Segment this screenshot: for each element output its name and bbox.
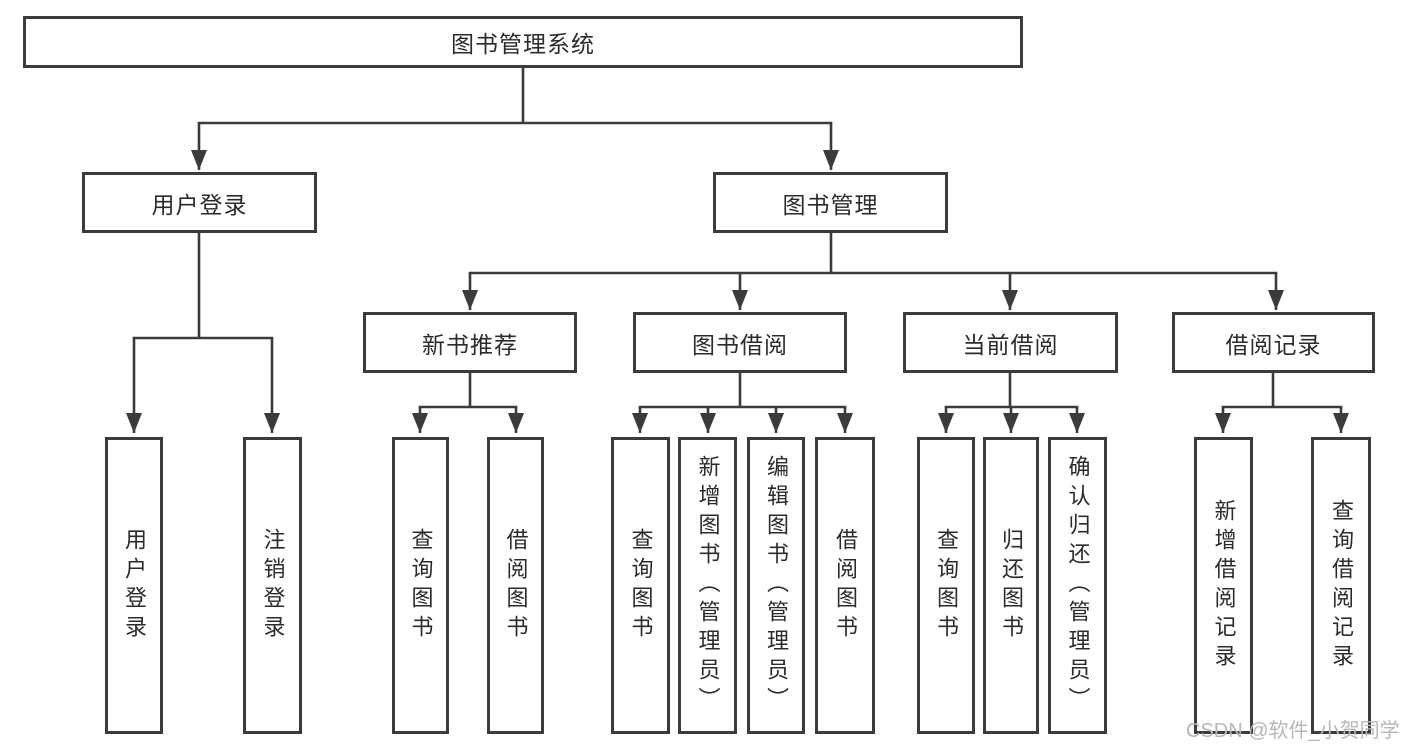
node-leaf-user-login: 用户登录 (105, 437, 163, 734)
node-label: 新增图书（管理员） (695, 455, 721, 716)
node-book-management: 图书管理 (713, 172, 948, 233)
node-label: 查询图书 (408, 527, 434, 644)
node-label: 查询借阅记录 (1329, 498, 1354, 673)
node-label: 借阅记录 (1225, 331, 1322, 358)
node-label: 用户登录 (122, 527, 147, 644)
node-label: 注销登录 (260, 527, 286, 644)
node-label: 新增借阅记录 (1211, 498, 1237, 673)
node-label: 图书管理系统 (451, 31, 595, 57)
node-user-login: 用户登录 (82, 172, 317, 233)
node-label: 查询图书 (934, 527, 959, 644)
node-borrowing-records: 借阅记录 (1172, 312, 1375, 373)
node-leaf-borrowing-borrow-books: 借阅图书 (815, 437, 875, 734)
node-book-borrowing: 图书借阅 (633, 312, 847, 373)
node-leaf-current-return-books: 归还图书 (983, 437, 1039, 734)
node-leaf-logout: 注销登录 (243, 437, 302, 734)
node-leaf-borrowing-query-books: 查询图书 (611, 437, 670, 734)
csdn-watermark: CSDN @软件_小贺同学 (1186, 720, 1400, 742)
node-label: 查询图书 (628, 527, 654, 644)
node-label: 借阅图书 (833, 527, 858, 644)
node-leaf-records-query-borrow-record: 查询借阅记录 (1311, 437, 1371, 734)
node-root-system: 图书管理系统 (23, 16, 1023, 68)
node-leaf-current-confirm-return-admin: 确认归还（管理员） (1048, 437, 1107, 734)
node-label: 借阅图书 (503, 527, 529, 644)
node-leaf-current-query-books: 查询图书 (917, 437, 975, 734)
node-label: 新书推荐 (422, 331, 518, 358)
node-current-borrowing: 当前借阅 (903, 312, 1118, 373)
node-leaf-borrowing-add-books-admin: 新增图书（管理员） (678, 437, 737, 734)
node-label: 图书借阅 (692, 331, 788, 358)
node-label: 确认归还（管理员） (1065, 455, 1091, 716)
node-leaf-records-add-borrow-record: 新增借阅记录 (1194, 437, 1253, 734)
node-label: 图书管理 (782, 191, 879, 218)
node-label: 归还图书 (999, 527, 1024, 644)
node-label: 当前借阅 (962, 331, 1059, 358)
node-label: 编辑图书（管理员） (764, 455, 789, 716)
node-new-book-recommend: 新书推荐 (363, 312, 577, 373)
node-leaf-newbooks-query-books: 查询图书 (392, 437, 449, 734)
node-leaf-newbooks-borrow-books: 借阅图书 (487, 437, 544, 734)
node-leaf-borrowing-edit-books-admin: 编辑图书（管理员） (747, 437, 805, 734)
node-label: 用户登录 (151, 191, 248, 218)
